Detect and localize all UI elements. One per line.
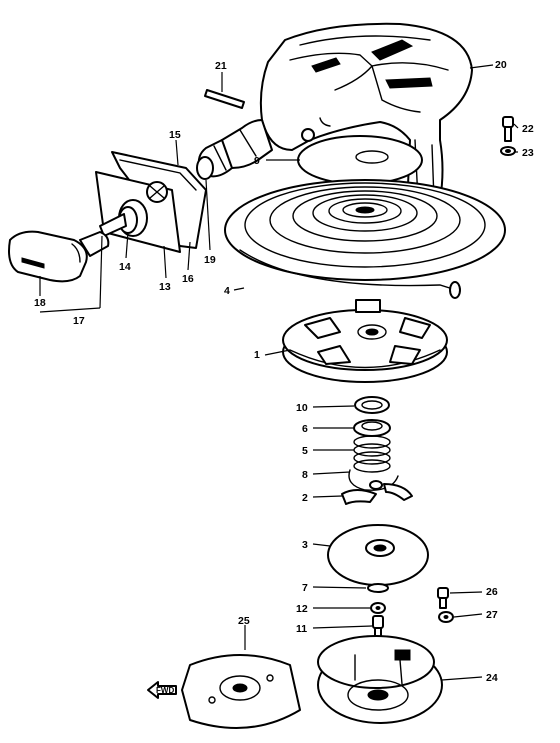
starter-cup [317,635,443,724]
lock-washer [370,602,386,614]
callout-8: 8 [302,469,308,481]
forward-arrow-icon: FWD [147,681,177,699]
callout-5: 5 [302,445,308,457]
callout-25: 25 [238,615,250,627]
ring-washer [354,396,390,414]
callout-21: 21 [215,60,227,72]
callout-10: 10 [296,402,308,414]
callout-17: 17 [73,315,85,327]
starter-handle-grip [8,230,110,283]
callout-13: 13 [159,281,171,293]
handle-bracket [95,151,207,253]
pawls [341,480,413,505]
callout-7: 7 [302,582,308,594]
callout-labels: 20 21 22 23 15 9 19 16 13 14 18 17 4 1 1… [34,59,534,684]
rope-guide-arm [196,119,273,180]
callout-1: 1 [254,349,260,361]
forward-marker: FWD [156,686,174,695]
pawl-plate [327,524,429,586]
callout-20: 20 [495,59,507,71]
handle-insert [99,206,138,237]
callout-19: 19 [204,254,216,266]
washer [500,146,516,156]
callout-3: 3 [302,539,308,551]
callout-22: 22 [522,123,534,135]
ratchet-spring [353,435,391,473]
leader-lines [39,64,519,681]
pin [204,89,245,109]
callout-2: 2 [302,492,308,504]
callout-14: 14 [119,261,131,273]
callout-26: 26 [486,586,498,598]
callout-18: 18 [34,297,46,309]
callout-4: 4 [224,285,230,297]
callout-11: 11 [296,623,307,635]
cup-washer [438,611,454,623]
callout-9: 9 [254,155,260,167]
cup-bolt [437,587,449,609]
callout-16: 16 [182,273,194,285]
callout-23: 23 [522,147,534,159]
recoil-spring [224,179,506,299]
callout-24: 24 [486,672,498,684]
small-washer [367,583,389,593]
cup-plate [181,654,301,729]
spring-plate [297,135,423,185]
spring-cap [353,419,391,437]
center-screw [372,615,384,638]
rope-reel [282,299,448,383]
callout-27: 27 [486,609,498,621]
callout-6: 6 [302,423,308,435]
bolt [502,116,514,142]
callout-15: 15 [169,129,181,141]
callout-12: 12 [296,603,308,615]
